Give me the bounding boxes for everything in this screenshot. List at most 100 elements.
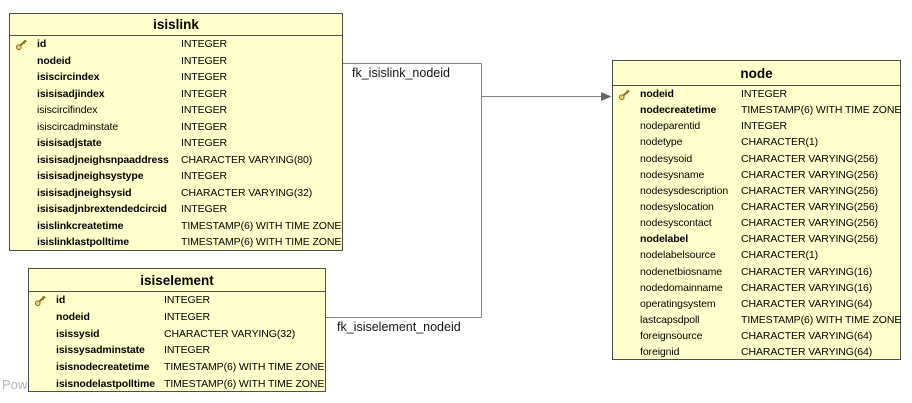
table-row: isisisadjstate INTEGER [10, 135, 342, 152]
column-type: INTEGER [181, 71, 227, 84]
primary-key-icon [29, 361, 56, 374]
table-row: nodesysoid CHARACTER VARYING(256) [613, 151, 900, 167]
column-name: nodesysdescription [640, 184, 729, 197]
primary-key-icon [29, 344, 56, 357]
column-type: INTEGER [741, 88, 787, 101]
primary-key-icon [10, 170, 37, 183]
table-node[interactable]: node nodeid INTEGER [612, 60, 901, 360]
table-row: isiscircifindex INTEGER [10, 102, 342, 119]
column-type: INTEGER [181, 104, 227, 117]
table-isiselement[interactable]: isiselement id INTEGER [28, 268, 326, 392]
column-name: isiscircifindex [37, 104, 98, 117]
column-name: isisisadjneighsystype [37, 170, 144, 183]
column-name: nodedomainname [640, 281, 723, 294]
table-row: nodelabelsource CHARACTER(1) [613, 247, 900, 263]
column-type: CHARACTER VARYING(16) [741, 265, 873, 278]
column-type: INTEGER [164, 344, 210, 357]
table-row: nodecreatetime TIMESTAMP(6) WITH TIME ZO… [613, 102, 901, 118]
table-row: isisisadjneighsysid CHARACTER VARYING(32… [10, 185, 342, 202]
column-name: nodesyslocation [640, 201, 714, 214]
column-name: isisisadjindex [37, 87, 105, 100]
column-type: CHARACTER VARYING(64) [741, 297, 873, 310]
column-type: INTEGER [181, 38, 227, 51]
table-row: isisisadjneighsnpaaddress CHARACTER VARY… [10, 152, 342, 169]
column-type: TIMESTAMP(6) WITH TIME ZONE [181, 236, 342, 249]
primary-key-icon [613, 330, 640, 343]
primary-key-icon [613, 168, 640, 181]
primary-key-icon [613, 249, 640, 262]
column-type: CHARACTER VARYING(32) [181, 186, 313, 199]
column-name: nodesyscontact [640, 217, 712, 230]
column-name: operatingsystem [640, 297, 716, 310]
primary-key-icon [613, 281, 640, 294]
table-row: isisisadjnbrextendedcircid INTEGER [10, 201, 342, 218]
table-row: isisisadjindex INTEGER [10, 86, 342, 103]
primary-key-icon [613, 314, 640, 327]
column-type: CHARACTER VARYING(256) [741, 168, 878, 181]
table-row: nodeid INTEGER [29, 309, 325, 326]
table-row: id INTEGER [10, 36, 342, 53]
table-row: isislinkcreatetime TIMESTAMP(6) WITH TIM… [10, 218, 342, 235]
column-name: nodelabel [640, 233, 689, 246]
table-row: nodesysname CHARACTER VARYING(256) [613, 167, 900, 183]
table-row: nodedomainname CHARACTER VARYING(16) [613, 280, 900, 296]
column-type: TIMESTAMP(6) WITH TIME ZONE [164, 377, 325, 390]
primary-key-icon [29, 294, 56, 307]
column-type: INTEGER [181, 120, 227, 133]
primary-key-icon [10, 38, 37, 51]
table-row: operatingsystem CHARACTER VARYING(64) [613, 296, 900, 312]
table-row: nodesyslocation CHARACTER VARYING(256) [613, 199, 900, 215]
column-type: TIMESTAMP(6) WITH TIME ZONE [164, 361, 325, 374]
table-row: foreignid CHARACTER VARYING(64) [613, 344, 900, 360]
column-name: isisisadjnbrextendedcircid [37, 203, 167, 216]
column-type: INTEGER [741, 120, 787, 133]
table-rows: id INTEGER nodeid [10, 36, 342, 251]
primary-key-icon [10, 219, 37, 232]
column-name: nodetype [640, 136, 683, 149]
column-name: foreignid [640, 346, 680, 359]
column-type: CHARACTER VARYING(256) [741, 152, 878, 165]
column-type: INTEGER [181, 137, 227, 150]
primary-key-icon [10, 153, 37, 166]
table-rows: id INTEGER nodeid [29, 292, 325, 392]
column-name: id [56, 294, 66, 307]
table-row: isisisadjneighsystype INTEGER [10, 168, 342, 185]
column-name: nodeid [640, 88, 674, 101]
arrowhead-icon [601, 92, 612, 101]
column-name: isissysid [56, 327, 100, 340]
primary-key-icon [613, 120, 640, 133]
column-type: INTEGER [181, 87, 227, 100]
column-type: CHARACTER VARYING(64) [741, 346, 873, 359]
table-row: nodenetbiosname CHARACTER VARYING(16) [613, 264, 900, 280]
primary-key-icon [29, 327, 56, 340]
column-type: CHARACTER VARYING(256) [741, 201, 878, 214]
column-name: isisnodecreatetime [56, 361, 150, 374]
table-row: isisnodelastpolltime TIMESTAMP(6) WITH T… [29, 375, 325, 392]
column-name: nodeid [56, 311, 90, 324]
column-type: CHARACTER VARYING(32) [164, 327, 296, 340]
table-row: isislinklastpolltime TIMESTAMP(6) WITH T… [10, 234, 342, 251]
column-type: CHARACTER(1) [741, 249, 818, 262]
table-row: isissysid CHARACTER VARYING(32) [29, 325, 325, 342]
primary-key-icon [613, 217, 640, 230]
column-type: CHARACTER VARYING(256) [741, 233, 878, 246]
column-name: isiscircindex [37, 71, 100, 84]
table-row: isiscircindex INTEGER [10, 69, 342, 86]
primary-key-icon [29, 377, 56, 390]
table-rows: nodeid INTEGER nodecreatet [613, 86, 901, 360]
table-isislink[interactable]: isislink id INTEGER [9, 13, 343, 251]
column-name: nodelabelsource [640, 249, 716, 262]
table-row: isisnodecreatetime TIMESTAMP(6) WITH TIM… [29, 359, 325, 376]
column-name: isissysadminstate [56, 344, 145, 357]
column-type: CHARACTER VARYING(256) [741, 217, 878, 230]
watermark-text: Pow [2, 377, 28, 392]
column-name: foreignsource [640, 330, 703, 343]
primary-key-icon [10, 186, 37, 199]
primary-key-icon [10, 137, 37, 150]
column-name: isislinkcreatetime [37, 219, 124, 232]
column-type: INTEGER [181, 203, 227, 216]
column-name: nodesysoid [640, 152, 693, 165]
table-row: nodeparentid INTEGER [613, 118, 900, 134]
column-type: INTEGER [181, 54, 227, 67]
primary-key-icon [613, 346, 640, 359]
